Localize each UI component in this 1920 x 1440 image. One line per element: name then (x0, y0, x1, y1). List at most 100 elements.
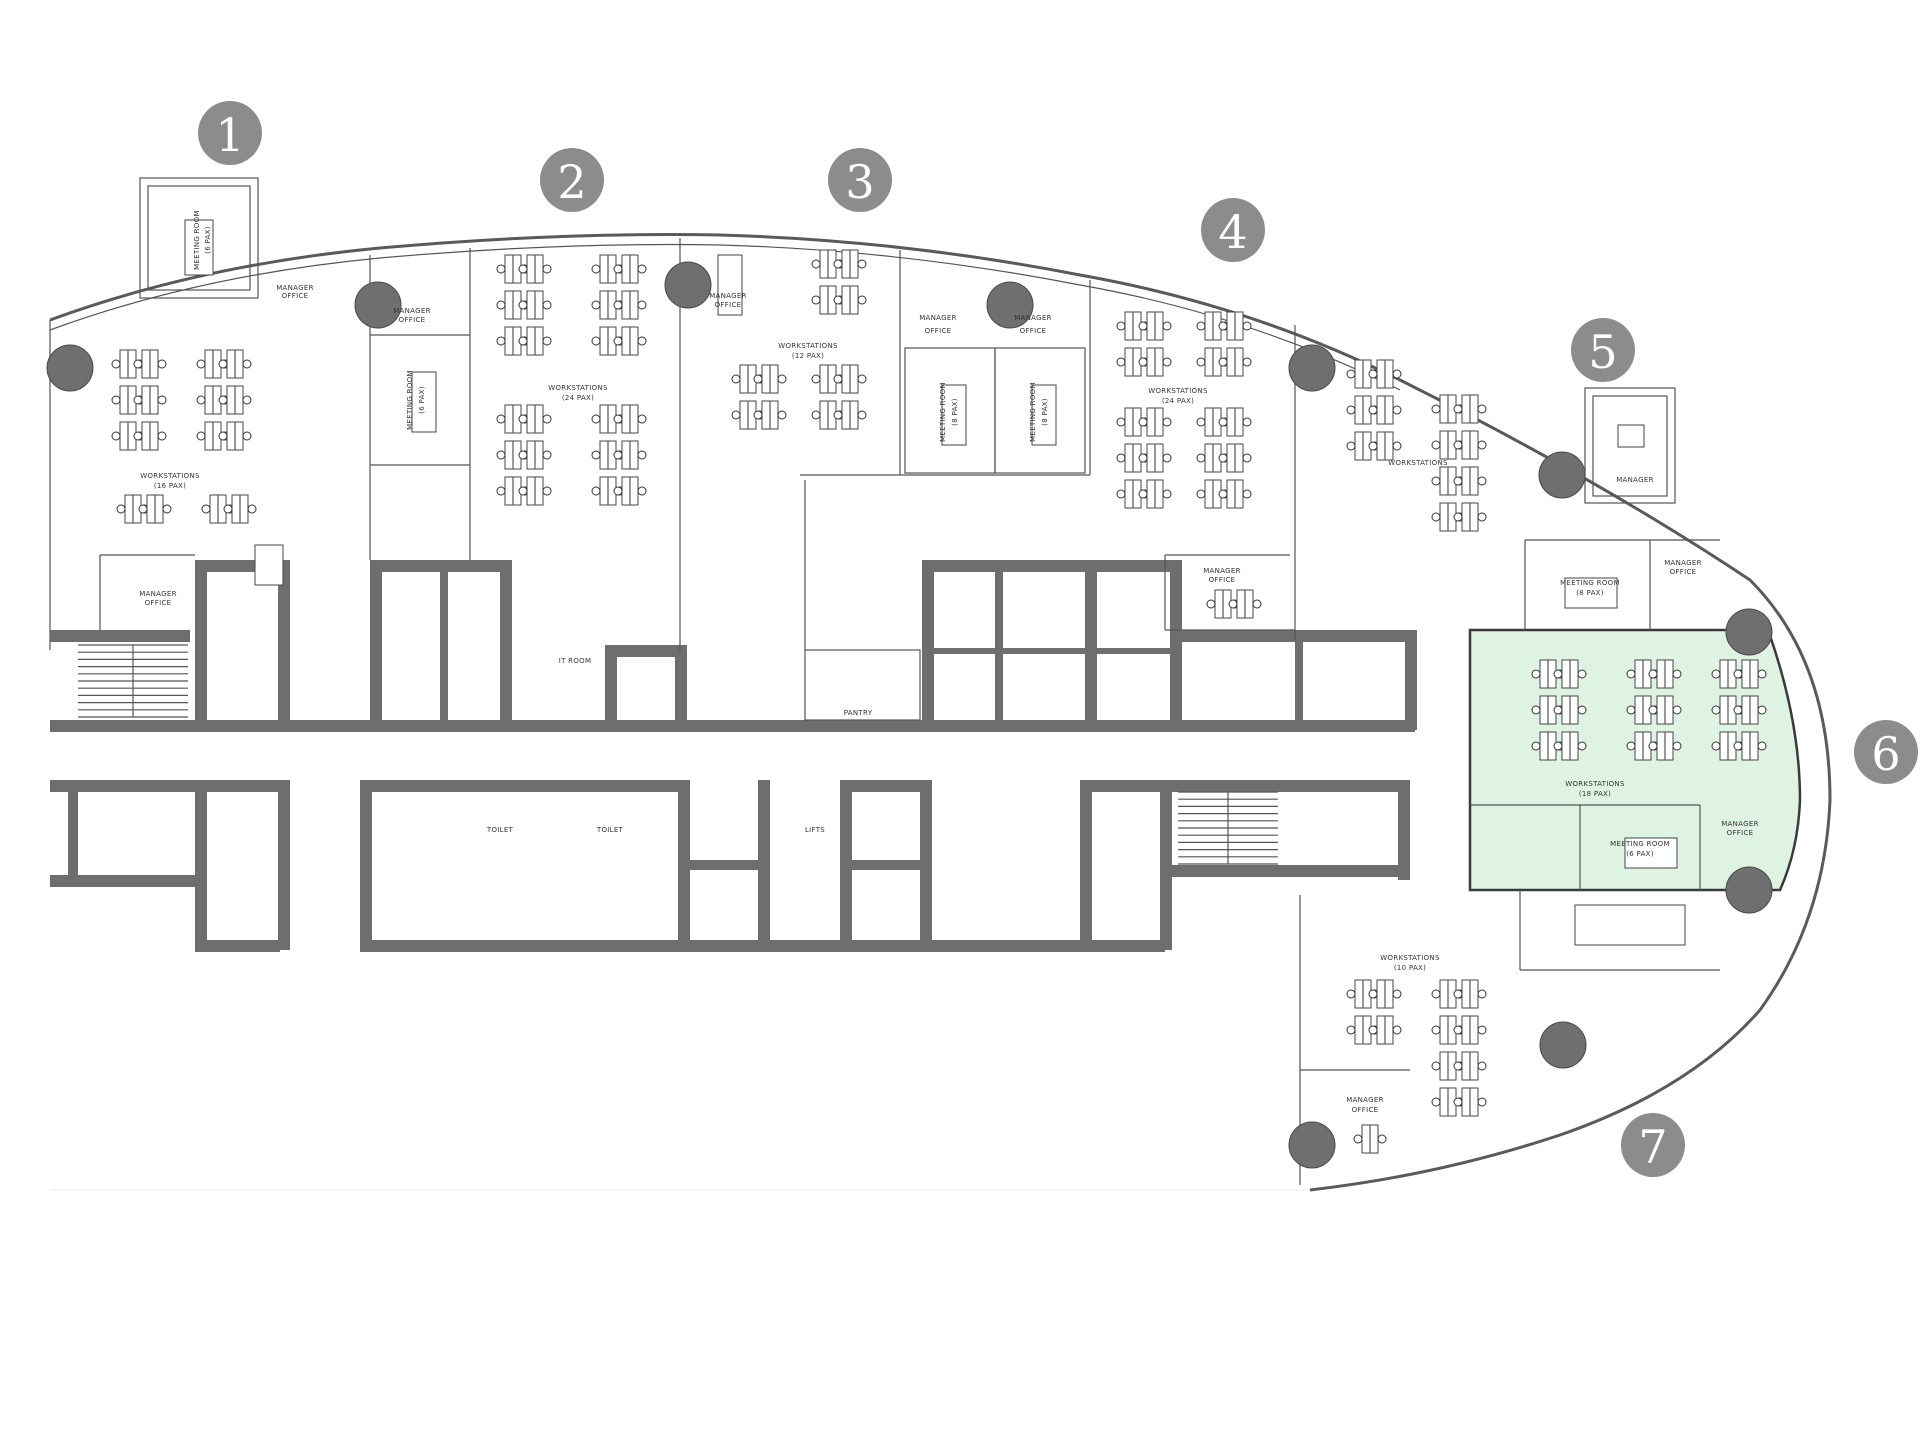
desk-chair (1138, 321, 1148, 331)
desk-chair (111, 431, 121, 441)
label-pantry: PANTRY (844, 709, 873, 717)
meeting-table (1617, 424, 1645, 448)
label-manager-office-d2: OFFICE (715, 301, 742, 309)
desk-chair (518, 336, 528, 346)
label-manager-office-a2: OFFICE (282, 292, 309, 300)
label-ws-24-zone2: WORKSTATIONS (548, 384, 608, 392)
label-it-room: IT ROOM (559, 657, 592, 665)
desk-chair (1711, 705, 1721, 715)
desk-chair (1453, 989, 1463, 999)
desk-chair (1116, 417, 1126, 427)
zone-badge-1[interactable]: 1 (198, 101, 262, 165)
desk-chair (218, 395, 228, 405)
desk-chair (1346, 369, 1356, 379)
partitions (99, 177, 1720, 1185)
structural-column (1539, 1021, 1587, 1069)
meeting-table (1564, 577, 1618, 609)
stairs (78, 644, 1278, 865)
desk-chair (1242, 417, 1252, 427)
desk-chair (1368, 989, 1378, 999)
desk-chair (1648, 705, 1658, 715)
desk-chair (811, 295, 821, 305)
desk-chair (1392, 989, 1402, 999)
desk-chair (1757, 741, 1767, 751)
desk-chair (1196, 357, 1206, 367)
label-manager-office-j: MANAGER (1346, 1096, 1384, 1104)
desk-chair (1368, 369, 1378, 379)
desk-chair (833, 410, 843, 420)
desk-chair (1162, 357, 1172, 367)
meeting-table (1031, 384, 1057, 446)
zone-badge-3[interactable]: 3 (828, 148, 892, 212)
desk-chair (247, 504, 257, 514)
desk-chair (777, 410, 787, 420)
zone-badge-4-number: 4 (1218, 205, 1247, 259)
desk-chair (591, 264, 601, 274)
label-meeting-room-zone3a-pax: (8 PAX) (951, 398, 959, 426)
desk-chair (1242, 453, 1252, 463)
desk-chair (518, 450, 528, 460)
desk-chair (753, 374, 763, 384)
label-manager-office-i2: OFFICE (1727, 829, 1754, 837)
desk-chair (496, 414, 506, 424)
desk-chair (518, 486, 528, 496)
label-meeting-room-8pax-pax: (8 PAX) (1576, 589, 1604, 597)
structural-column (986, 281, 1034, 329)
desk-chair (731, 410, 741, 420)
label-ws-10-pax: (10 PAX) (1394, 964, 1426, 972)
desk-chair (542, 336, 552, 346)
desk-chair (1242, 357, 1252, 367)
desk-chair (196, 431, 206, 441)
desk-chair (1116, 357, 1126, 367)
zone-badge-4[interactable]: 4 (1201, 198, 1265, 262)
zone-badge-5[interactable]: 5 (1571, 318, 1635, 382)
room-labels: MEETING ROOM (6 PAX) MANAGER OFFICE MANA… (139, 210, 1758, 1114)
desk-chair (1626, 669, 1636, 679)
desk-chair (496, 486, 506, 496)
desk-chair (1346, 989, 1356, 999)
zone-badge-7[interactable]: 7 (1621, 1113, 1685, 1177)
label-manager-office-a: MANAGER (276, 284, 314, 292)
label-manager-office-f2: OFFICE (1020, 327, 1047, 335)
desk-chair (637, 264, 647, 274)
desk-chair (1196, 453, 1206, 463)
desk-chair (116, 504, 126, 514)
desk-chair (637, 336, 647, 346)
desk-chair (1162, 417, 1172, 427)
zone-badge-2[interactable]: 2 (540, 148, 604, 212)
desk-chair (1477, 512, 1487, 522)
desk-chair (1392, 369, 1402, 379)
desk-chair (811, 259, 821, 269)
desk-chair (1577, 705, 1587, 715)
desk-chair (1218, 357, 1228, 367)
desk-chair (1392, 405, 1402, 415)
desk-chair (857, 410, 867, 420)
desk-chair (1218, 453, 1228, 463)
desk-chair (1138, 489, 1148, 499)
desk-chair (1368, 405, 1378, 415)
zone-badge-6[interactable]: 6 (1854, 720, 1918, 784)
label-ws-18: WORKSTATIONS (1565, 780, 1625, 788)
desk-chair (542, 414, 552, 424)
label-manager-office-e: MANAGER (919, 314, 957, 322)
desk-chair (1733, 741, 1743, 751)
desk-chair (1553, 705, 1563, 715)
desk-chair (613, 414, 623, 424)
desk-chair (1453, 440, 1463, 450)
desk-chair (1453, 512, 1463, 522)
label-manager-office-g: MANAGER (1203, 567, 1241, 575)
desk-chair (1431, 1061, 1441, 1071)
desk-chair (637, 486, 647, 496)
desk-chair (1228, 599, 1238, 609)
desk-chair (1138, 453, 1148, 463)
desk-chair (242, 359, 252, 369)
label-ws-10: WORKSTATIONS (1380, 954, 1440, 962)
desk-chair (1453, 1061, 1463, 1071)
columns (46, 261, 1773, 1169)
structural-column (1725, 608, 1773, 656)
desk-chair (1757, 705, 1767, 715)
desk-chair (613, 486, 623, 496)
meeting-table (1624, 837, 1678, 869)
label-ws-12: WORKSTATIONS (778, 342, 838, 350)
